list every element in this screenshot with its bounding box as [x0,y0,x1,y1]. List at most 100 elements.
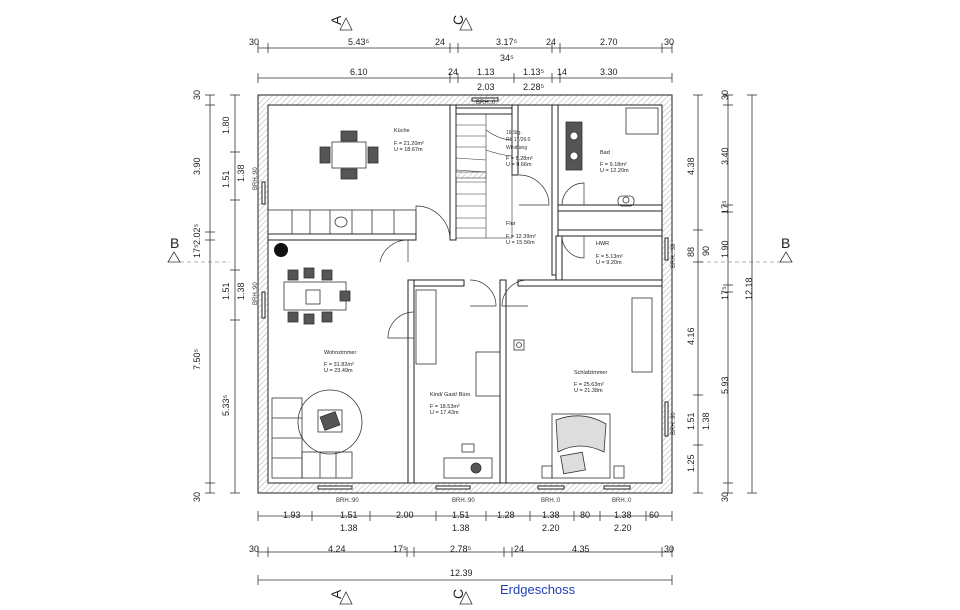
bedroom-furniture [513,297,653,479]
dim-label: 4.24 [328,544,346,554]
section-label-c-top: C [450,15,466,25]
staircase [455,113,513,239]
room-office-label: Kind/ Gast/ Büro F = 18.53m² U = 17.43m [430,392,470,416]
dim-label: 2.28⁵ [523,82,545,92]
dim-label: 5.33⁵ [221,394,231,416]
top-dimension-row-2: 6.10 24 1.13 1.13⁵ 14 3.30 2.03 2.28⁵ [257,67,673,92]
room-area: F = 5.28m² [506,156,533,162]
doors [379,174,585,339]
dim-label: 17⁵ [720,286,730,300]
dim-label: 1.38 [614,510,632,520]
dim-label: 5.43⁵ [348,37,370,47]
dim-label: 1.38 [236,282,246,300]
dim-label: 3.30 [600,67,618,77]
windows [261,97,669,490]
dim-label: 1.38 [452,523,470,533]
dim-label: 2.00 [396,510,414,520]
room-living-label: Wohnzimmer F = 31.82m² U = 23.49m [324,350,356,374]
dim-label: 30 [192,90,202,100]
room-area: F = 25.63m² [574,382,604,388]
right-dimensions: 4.38 88 4.16 1.51 1.25 90 1.38 30 3.40 1… [686,90,757,502]
room-perimeter: U = 9.20m [596,260,622,266]
room-area: F = 5.13m² [596,254,623,260]
dim-label: 2.03 [477,82,495,92]
section-marker-b-right: B [700,235,793,263]
room-bedroom-label: Schlafzimmer F = 25.63m² U = 21.38m [574,370,607,394]
dim-label: 4.38 [686,157,696,175]
room-name: Schlafzimmer [574,370,607,376]
brh-label: BRH.:0 [612,498,632,504]
section-marker-a-bottom: A [328,589,353,605]
dim-label: 1.38 [701,412,711,430]
room-area: F = 31.82m² [324,362,354,368]
room-windfang-label: 16 Stg. Rh 17/26.0 Windfang F = 5.28m² U… [506,130,533,168]
dim-label: 14 [557,67,567,77]
plant [274,243,288,257]
dim-label: 1.25 [686,454,696,472]
room-area: F = 21.20m² [394,141,424,147]
brh-label: BRH.:90 [253,282,259,305]
bottom-dimension-row-2: 30 4.24 17⁵ 2.78⁵ 24 4.35 30 12.39 [249,544,674,585]
room-perimeter: U = 17.43m [430,410,459,416]
dim-label: 1.13 [477,67,495,77]
room-name: Küche [394,128,410,134]
dining-table-set [283,267,351,325]
dim-label: 1.28 [497,510,515,520]
brh-label: BRH.:90 [253,167,259,190]
interior-walls [267,104,663,484]
stair-steps: 16 Stg. [506,130,522,136]
room-perimeter: U = 12.20m [600,168,629,174]
kitchen-table-set [319,130,379,180]
dim-label: 2.20 [614,523,632,533]
bathroom-fixtures [565,107,659,207]
dim-label: 12.18 [744,277,754,300]
room-perimeter: U = 9.66m [506,162,532,168]
dim-label: 30 [720,492,730,502]
dim-label: 88 [686,247,696,257]
dim-label: 1.51 [340,510,358,520]
sill-height-labels: BRH.:0 BRH.:90 BRH.:90 BRH.:90 BRH.:90 B… [253,100,677,504]
room-bath-label: Bad F = 9.18m² U = 12.20m [600,150,629,174]
section-label-c-bottom: C [450,589,466,599]
room-kitchen-label: Küche F = 21.20m² U = 18.67m [394,128,424,153]
section-marker-c-top: C [450,15,473,31]
dim-label: 24 [435,37,445,47]
dim-label: 30 [720,90,730,100]
brh-label: BRH.:0 [541,498,561,504]
dim-label: 90 [701,246,711,256]
dim-label: 24 [448,67,458,77]
dim-label: 30 [249,544,259,554]
dim-label: 1.38 [236,164,246,182]
room-hall-label: Flur F = 12.39m² U = 15.56m [506,221,536,246]
dim-label: 12.39 [450,568,473,578]
dim-label: 1.90 [720,240,730,258]
dim-label: 80 [580,510,590,520]
room-perimeter: U = 15.56m [506,240,535,246]
section-label-a-bottom: A [328,589,344,599]
dim-label: 24 [514,544,524,554]
dim-label: 24 [546,37,556,47]
dim-label: 30 [249,37,259,47]
dim-label: 6.10 [350,67,368,77]
room-utility-label: HWR F = 5.13m² U = 9.20m [596,241,623,266]
section-label-b-right: B [781,235,790,251]
dim-label: 34⁵ [500,53,514,63]
dim-label: 1.13⁵ [523,67,545,77]
top-dimension-row-1: 30 5.43⁵ 24 3.17⁵ 24 2.70 30 34⁵ [249,37,674,63]
dim-label: 2.70 [600,37,618,47]
dim-label: 17⁵ [720,200,730,214]
dim-label: 1.51 [686,412,696,430]
room-name: Wohnzimmer [324,350,356,356]
section-marker-b-left: B [167,235,230,263]
dim-label: 1.38 [542,510,560,520]
dim-label: 3.90 [192,157,202,175]
section-label-b-left: B [170,235,179,251]
dim-label: 2.78⁵ [450,544,472,554]
dim-label: 4.16 [686,327,696,345]
dim-label: 2.02⁵ [192,223,202,245]
dim-label: 1.51 [221,170,231,188]
dim-label: 1.51 [452,510,470,520]
dim-label: 3.17⁵ [496,37,518,47]
dim-label: 1.38 [340,523,358,533]
stair-ratio: Rh 17/26.0 [506,137,531,143]
